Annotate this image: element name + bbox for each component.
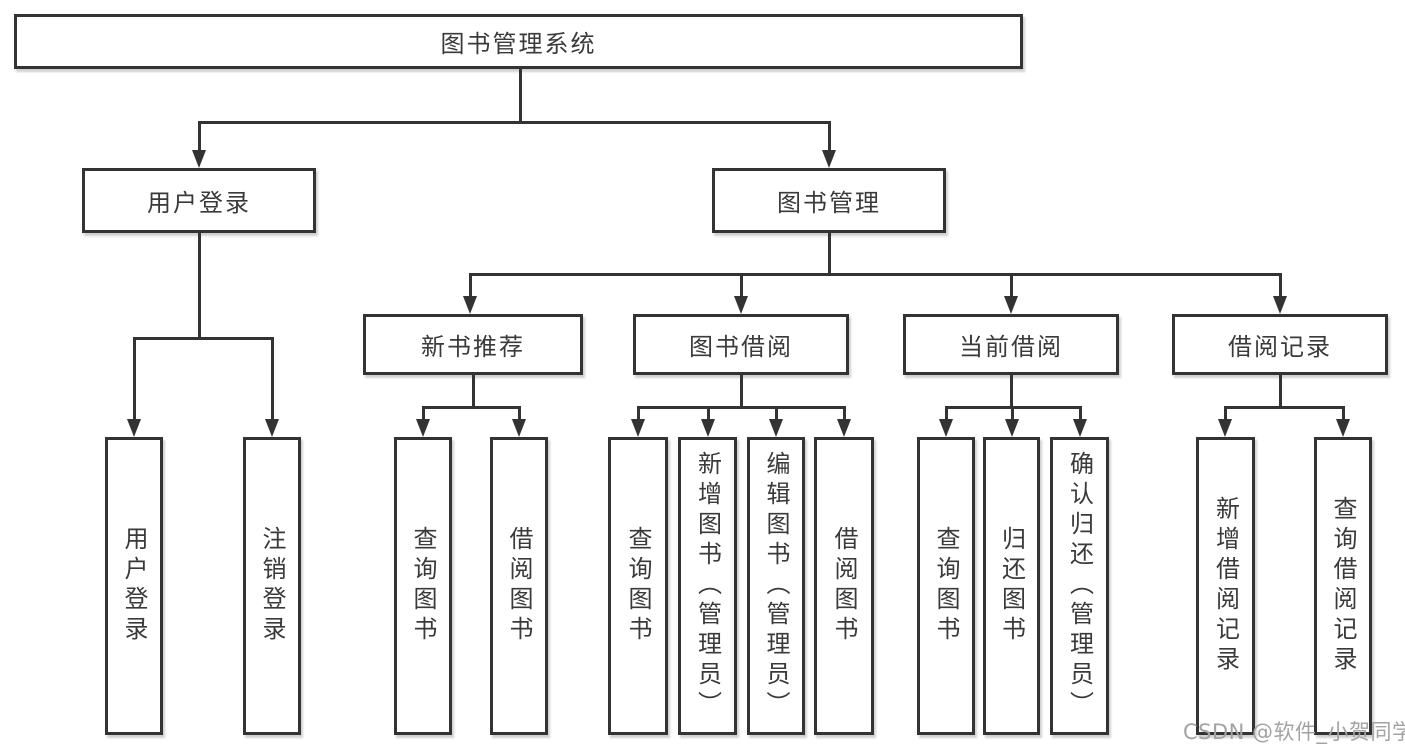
connector-line [842, 407, 846, 419]
leaf-query-book-borrow: 查询图书 [608, 437, 668, 735]
connector-line [471, 375, 475, 407]
node-current-borrow-label: 当前借阅 [959, 333, 1063, 361]
leaf-edit-book-admin-label: 编辑图书（管理员） [762, 451, 790, 721]
arrow-down-icon [1004, 296, 1018, 314]
leaf-borrow-book-recommend: 借阅图书 [490, 437, 548, 735]
connector-line [1341, 407, 1345, 419]
connector-line [1223, 407, 1227, 419]
node-book-borrow-label: 图书借阅 [689, 333, 793, 361]
connector-line [1278, 375, 1282, 407]
arrow-down-icon [939, 419, 953, 437]
connector-line [1278, 274, 1282, 296]
leaf-query-book-current-label: 查询图书 [932, 526, 960, 646]
leaf-return-book-label: 归还图书 [997, 526, 1026, 646]
arrow-down-icon [837, 419, 851, 437]
leaf-logout-label: 注销登录 [258, 526, 286, 646]
connector-line [774, 407, 778, 419]
leaf-query-book-recommend: 查询图书 [394, 437, 452, 735]
connector-line [421, 407, 425, 419]
node-book-borrow: 图书借阅 [633, 314, 849, 375]
connector-line [739, 375, 743, 407]
node-user-login-label: 用户登录 [147, 189, 251, 217]
arrow-down-icon [1005, 419, 1019, 437]
connector-line [636, 407, 640, 419]
arrow-down-icon [1273, 296, 1287, 314]
connector-line [197, 233, 201, 338]
connector-line [197, 120, 831, 124]
arrow-down-icon [734, 296, 748, 314]
leaf-query-book-current: 查询图书 [917, 437, 975, 735]
leaf-borrow-book-label: 借阅图书 [830, 526, 858, 646]
arrow-down-icon [1073, 419, 1087, 437]
leaf-query-borrow-record-label: 查询借阅记录 [1329, 496, 1357, 676]
node-book-management-label: 图书管理 [777, 189, 881, 217]
csdn-watermark: CSDN @软件_小贺同学 [1183, 720, 1405, 744]
leaf-add-borrow-record-label: 新增借阅记录 [1211, 496, 1240, 676]
arrow-down-icon [701, 419, 715, 437]
arrow-down-icon [1218, 419, 1232, 437]
connector-line [468, 272, 1282, 276]
node-new-book-recommend: 新书推荐 [363, 314, 583, 375]
connector-line [1009, 274, 1013, 296]
arrow-down-icon [769, 419, 783, 437]
connector-line [132, 338, 136, 419]
arrow-down-icon [822, 150, 836, 168]
connector-line [197, 122, 201, 151]
leaf-return-book: 归还图书 [983, 437, 1040, 735]
leaf-confirm-return-admin-label: 确认归还（管理员） [1065, 451, 1094, 721]
connector-line [1009, 375, 1013, 407]
connector-line [1078, 407, 1082, 419]
arrow-down-icon [512, 419, 526, 437]
node-new-book-recommend-label: 新书推荐 [421, 333, 525, 361]
leaf-add-book-admin-label: 新增图书（管理员） [693, 451, 722, 721]
connector-line [517, 407, 521, 419]
leaf-confirm-return-admin: 确认归还（管理员） [1050, 437, 1109, 735]
connector-line [706, 407, 710, 419]
connector-line [468, 274, 472, 296]
connector-line [827, 233, 831, 274]
arrow-down-icon [265, 419, 279, 437]
arrow-down-icon [127, 419, 141, 437]
leaf-query-borrow-record: 查询借阅记录 [1314, 437, 1372, 735]
leaf-query-book-borrow-label: 查询图书 [624, 526, 652, 646]
connector-line [827, 122, 831, 151]
connector-line [1223, 405, 1345, 409]
leaf-logout: 注销登录 [243, 437, 301, 735]
connector-line [132, 336, 274, 340]
leaf-borrow-book-recommend-label: 借阅图书 [505, 526, 533, 646]
arrow-down-icon [1336, 419, 1350, 437]
leaf-user-login-label: 用户登录 [120, 526, 148, 646]
connector-line [421, 405, 521, 409]
leaf-borrow-book: 借阅图书 [814, 437, 874, 735]
connector-line [944, 407, 948, 419]
node-book-management: 图书管理 [712, 168, 946, 233]
leaf-user-login: 用户登录 [105, 437, 163, 735]
node-current-borrow: 当前借阅 [903, 314, 1119, 375]
leaf-query-book-recommend-label: 查询图书 [409, 526, 437, 646]
connector-line [518, 69, 522, 122]
arrow-down-icon [416, 419, 430, 437]
connector-line [1010, 407, 1014, 419]
node-user-login: 用户登录 [82, 168, 316, 233]
node-root-system-label: 图书管理系统 [440, 30, 597, 58]
leaf-add-borrow-record: 新增借阅记录 [1196, 437, 1255, 735]
connector-line [739, 274, 743, 296]
connector-line [270, 338, 274, 419]
arrow-down-icon [631, 419, 645, 437]
node-root-system: 图书管理系统 [14, 14, 1023, 69]
arrow-down-icon [463, 296, 477, 314]
node-borrow-records: 借阅记录 [1172, 314, 1388, 375]
node-borrow-records-label: 借阅记录 [1228, 333, 1332, 361]
leaf-edit-book-admin: 编辑图书（管理员） [747, 437, 805, 735]
connector-line [636, 405, 846, 409]
arrow-down-icon [192, 150, 206, 168]
leaf-add-book-admin: 新增图书（管理员） [678, 437, 737, 735]
